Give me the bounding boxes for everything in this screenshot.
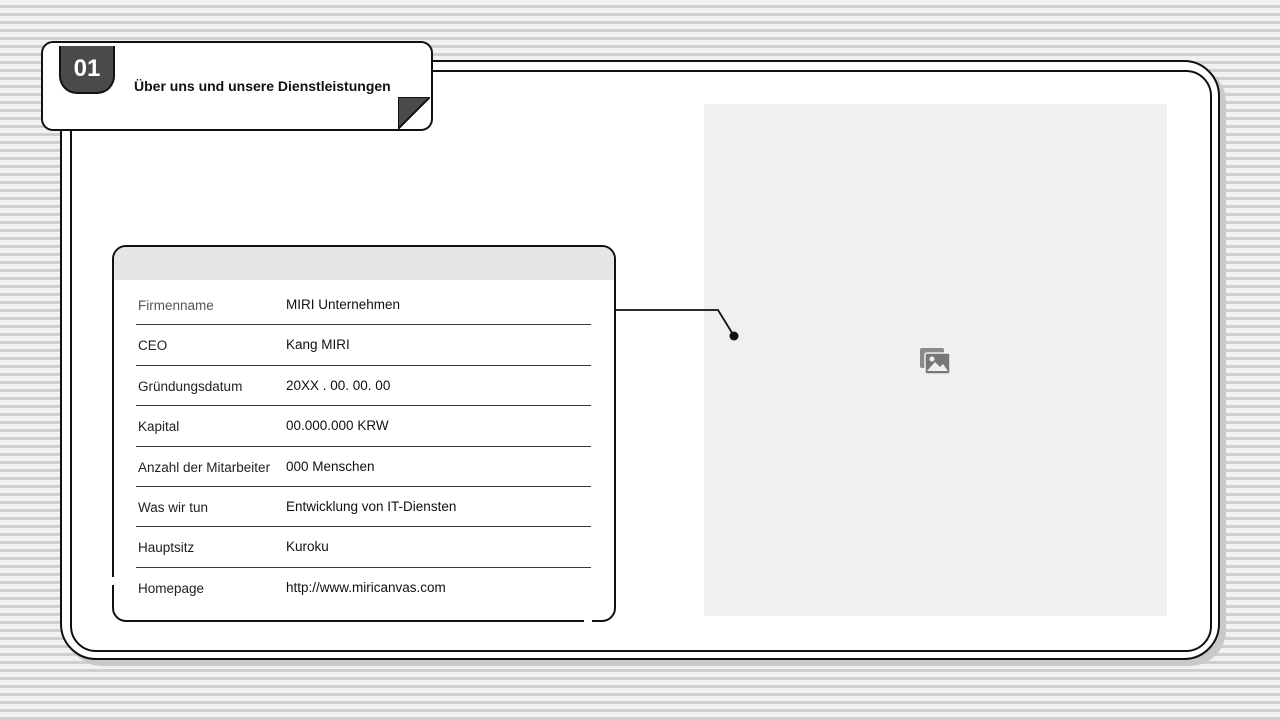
- homepage-link[interactable]: http://www.miricanvas.com: [286, 579, 446, 595]
- info-value: MIRI Unternehmen: [286, 297, 401, 312]
- info-value: Entwicklung von IT-Diensten: [286, 498, 457, 514]
- info-row-employees: Anzahl der Mitarbeiter 000 Menschen: [136, 447, 591, 487]
- card-header-bar: [114, 247, 614, 280]
- info-label: Kapital: [138, 419, 180, 435]
- card-border-gap: [584, 614, 592, 622]
- company-info-table: Firmenname MIRI Unternehmen CEO Kang MIR…: [136, 285, 591, 608]
- info-row-homepage: Homepage http://www.miricanvas.com: [136, 568, 591, 608]
- info-label: CEO: [138, 338, 168, 354]
- info-row-founding-date: Gründungsdatum 20XX . 00. 00. 00: [136, 366, 591, 407]
- info-row-capital: Kapital 00.000.000 KRW: [136, 406, 591, 447]
- info-row-ceo: CEO Kang MIRI: [136, 325, 591, 366]
- info-label: Hauptsitz: [138, 540, 195, 556]
- info-label: Gründungsdatum: [138, 378, 243, 394]
- info-row-business: Was wir tun Entwicklung von IT-Diensten: [136, 487, 591, 528]
- folded-corner: [398, 97, 430, 129]
- page-title: Über uns und unsere Dienstleistungen: [134, 78, 391, 94]
- info-row-headquarters: Hauptsitz Kuroku: [136, 527, 591, 568]
- connector-line: [610, 309, 739, 341]
- info-row-company-name: Firmenname MIRI Unternehmen: [136, 285, 591, 326]
- company-info-card: Firmenname MIRI Unternehmen CEO Kang MIR…: [112, 245, 616, 622]
- card-border-gap: [108, 577, 116, 585]
- section-number-badge: 01: [59, 46, 115, 94]
- info-value: Kang MIRI: [286, 337, 350, 353]
- info-label: Was wir tun: [138, 499, 209, 515]
- image-icon: [920, 348, 951, 375]
- info-value: 20XX . 00. 00. 00: [286, 377, 391, 393]
- info-label: Anzahl der Mitarbeiter: [138, 459, 271, 475]
- info-label: Homepage: [138, 580, 205, 596]
- info-label: Firmenname: [138, 298, 214, 313]
- info-value: 00.000.000 KRW: [286, 418, 389, 434]
- info-value: 000 Menschen: [286, 458, 375, 474]
- info-value: Kuroku: [286, 539, 329, 555]
